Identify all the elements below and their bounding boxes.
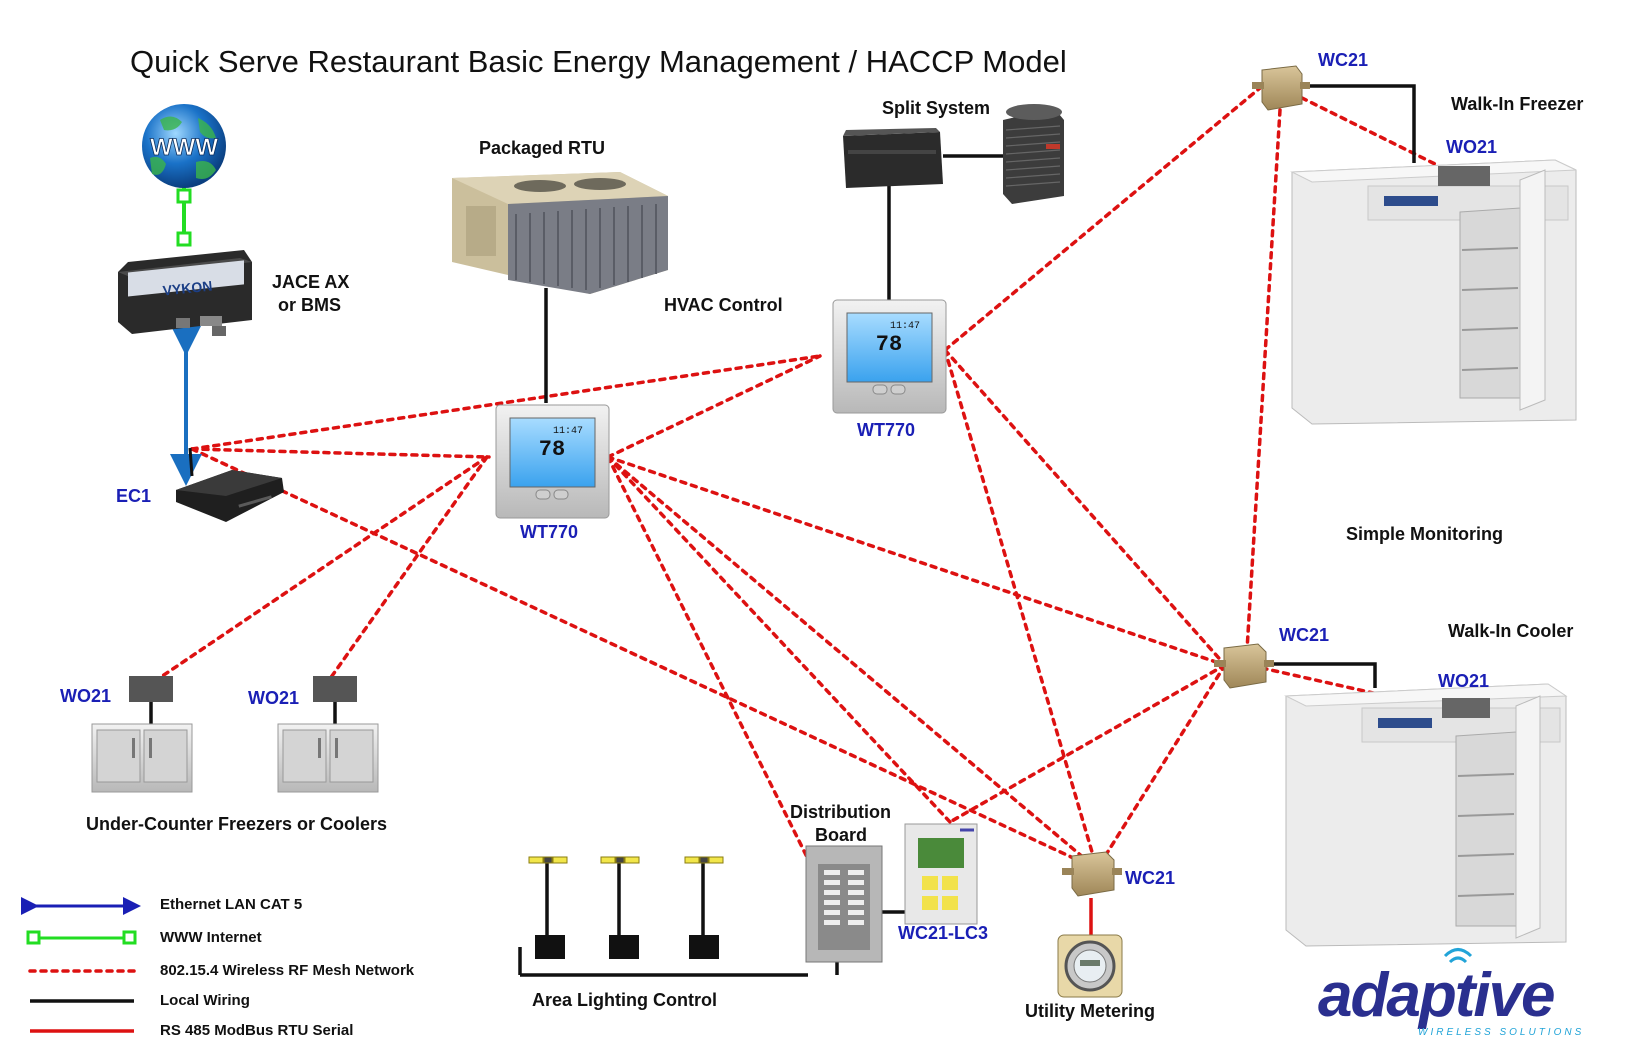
ec1-label: EC1 [116,486,152,506]
utility-meter [1057,934,1123,998]
under-counter-unit-1 [91,676,193,793]
legend-rs485-label: RS 485 ModBus RTU Serial [160,1022,354,1039]
legend-ethernet-label: Ethernet LAN CAT 5 [160,896,303,913]
jace-label: JACE AX [272,272,350,292]
wt770-right-label: WT770 [857,420,916,440]
under-counter-unit-2 [277,676,379,793]
jace-brand-logo: VYKON [162,277,213,298]
packaged-rtu [452,172,668,294]
board-label: Board [815,825,868,845]
distribution-board [805,845,883,963]
wc21-sensor-middle [1214,643,1274,689]
walkin-freezer-label: Walk-In Freezer [1451,94,1584,114]
jace-label-line2: or BMS [278,295,341,315]
thermostat-wt770-left: 78 11:47 [495,404,610,519]
wo21-cooler-label: WO21 [1438,671,1490,691]
thermostat-wt770-right: 78 11:47 [832,299,947,414]
under-counter-label: Under-Counter Freezers or Coolers [86,814,388,834]
mesh-network-links [150,86,1442,871]
area-lighting-label: Area Lighting Control [532,990,717,1010]
local-wiring [149,84,1416,977]
wc21-top-label: WC21 [1318,50,1369,70]
www-label: WWW [150,134,218,161]
simple-monitoring-label: Simple Monitoring [1346,524,1503,544]
ec1-router [176,447,284,522]
diagram-title: Quick Serve Restaurant Basic Energy Mana… [130,44,1067,79]
wc21-sensor-bottom [1062,851,1122,897]
www-globe-icon: WWW [142,104,226,188]
wc21-lc3-label: WC21-LC3 [898,923,989,943]
wc21-bottom-label: WC21 [1125,868,1176,888]
wt770-left-label: WT770 [520,522,579,542]
thermostat-time-left: 11:47 [553,426,583,437]
adaptive-logo-icon [1443,948,1473,964]
wo21-undercounter-1-label: WO21 [60,686,112,706]
walkin-cooler-label: Walk-In Cooler [1448,621,1574,641]
legend-internet-symbol [26,930,137,945]
thermostat-time-right: 11:47 [890,321,920,332]
legend-mesh-label: 802.15.4 Wireless RF Mesh Network [160,962,415,979]
hvac-control-label: HVAC Control [664,295,783,315]
internet-link [176,182,192,247]
thermostat-temp-left: 78 [539,437,565,462]
walkin-freezer [1290,159,1577,425]
light-fixtures [528,856,724,864]
adaptive-logo-tagline: WIRELESS SOLUTIONS [1418,1027,1585,1038]
legend-symbols [21,897,141,1033]
wc21-middle-label: WC21 [1279,625,1330,645]
wo21-undercounter-2-label: WO21 [248,688,300,708]
adaptive-logo: adaptive [1318,961,1556,1030]
wc21-lc3-panel [904,823,978,925]
legend-wiring-label: Local Wiring [160,992,250,1009]
jace-controller: VYKON [118,250,252,336]
packaged-rtu-label: Packaged RTU [479,138,606,158]
wc21-sensor-top [1252,65,1310,111]
legend-internet-label: WWW Internet [160,929,262,946]
lighting-relays [535,935,719,959]
thermostat-temp-right: 78 [876,332,902,357]
distribution-label: Distribution [790,802,891,822]
wo21-freezer-label: WO21 [1446,137,1498,157]
walkin-cooler [1284,683,1568,947]
utility-metering-label: Utility Metering [1025,1001,1156,1021]
split-system-label: Split System [882,98,991,118]
split-system [843,104,1064,204]
